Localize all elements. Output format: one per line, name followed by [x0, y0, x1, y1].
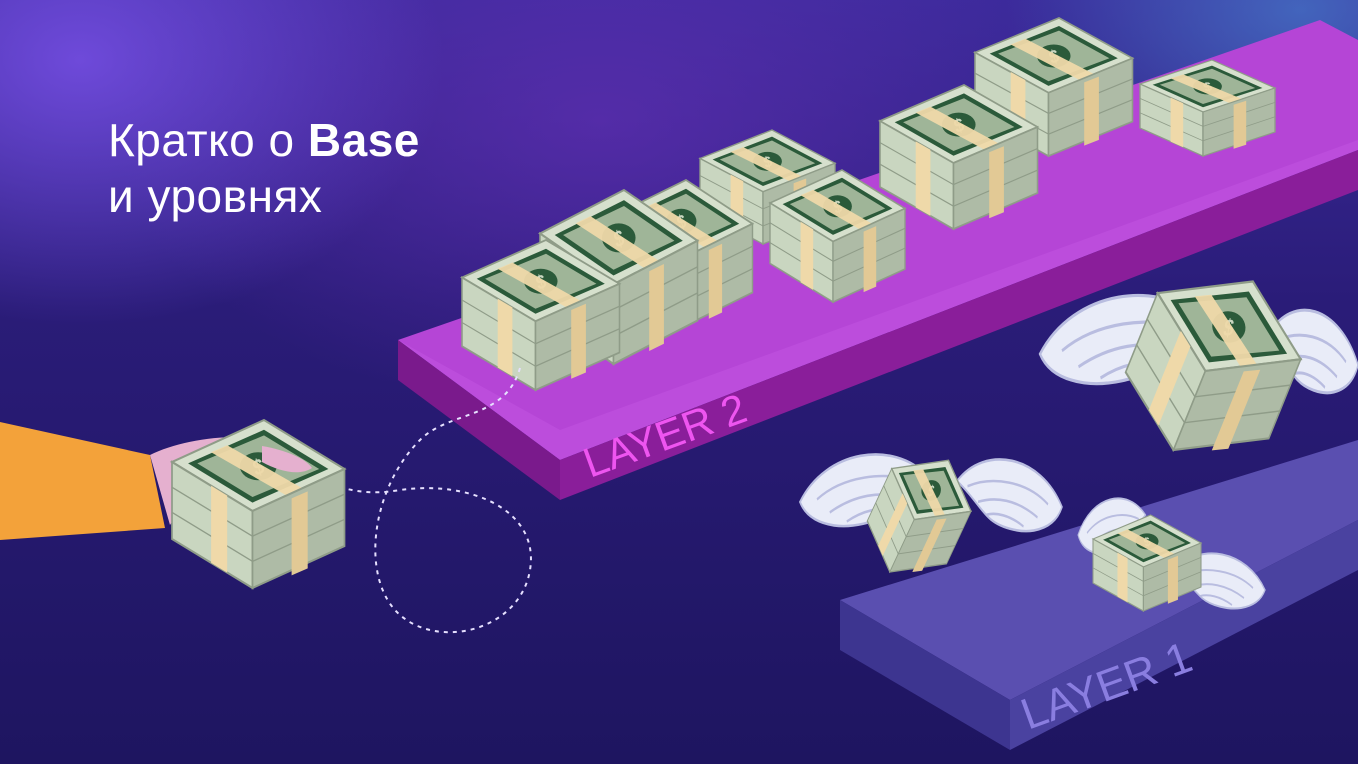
headline: Кратко о Base и уровнях [108, 112, 420, 224]
headline-prefix: Кратко о [108, 114, 295, 166]
headline-line2: и уровнях [108, 170, 323, 222]
headline-brand: Base [307, 114, 420, 166]
headline-line1: Кратко о Base [108, 112, 420, 168]
hand-with-money [0, 418, 346, 590]
dashed-path [319, 367, 532, 634]
